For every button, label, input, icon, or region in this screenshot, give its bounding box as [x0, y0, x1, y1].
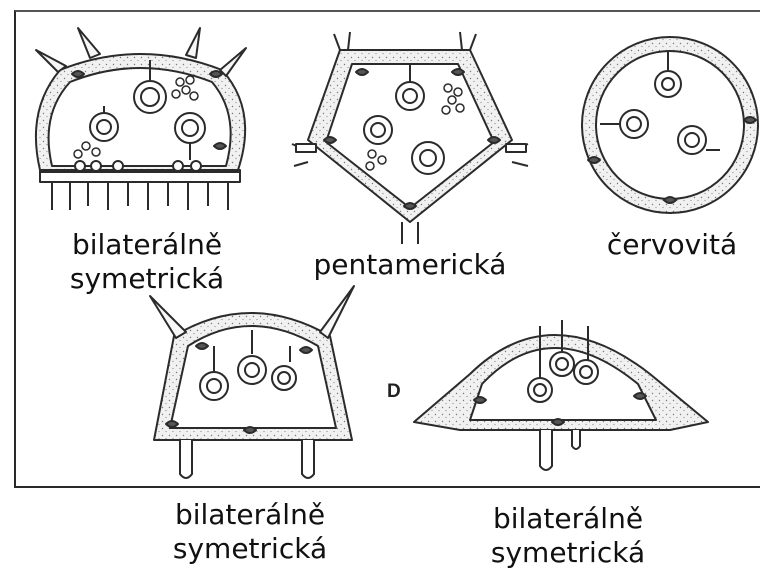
label-bottom-left: bilaterálně symetrická	[150, 498, 350, 566]
label-bottom-right: bilaterálně symetrická	[468, 502, 668, 570]
label-top-right: červovitá	[592, 228, 752, 262]
label-top-left: bilaterálně symetrická	[52, 228, 242, 296]
section-pentameric-top-center	[292, 32, 528, 244]
label-bottom-right-line1: bilaterálně	[468, 502, 668, 536]
label-bottom-left-line2: symetrická	[150, 532, 350, 566]
label-top-right-line1: červovitá	[592, 228, 752, 262]
section-bilateral-bottom-right	[414, 320, 708, 470]
label-top-center-line1: pentamerická	[300, 248, 520, 282]
section-bilateral-top-left	[36, 28, 246, 210]
section-vermiform-top-right	[582, 37, 758, 213]
section-bilateral-bottom-left	[150, 286, 354, 478]
label-top-left-line2: symetrická	[52, 262, 242, 296]
label-bottom-left-line1: bilaterálně	[150, 498, 350, 532]
panel-letter: D	[387, 381, 401, 403]
label-top-center: pentamerická	[300, 248, 520, 282]
label-top-left-line1: bilaterálně	[52, 228, 242, 262]
label-bottom-right-line2: symetrická	[468, 536, 668, 570]
